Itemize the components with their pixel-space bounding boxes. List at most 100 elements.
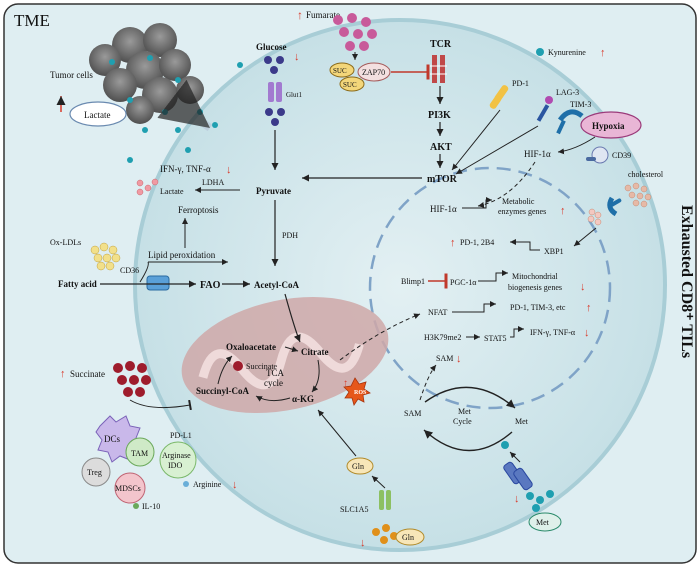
- cholesterol-crystal: [587, 208, 602, 226]
- stat5-label: STAT5: [484, 334, 506, 343]
- xbp1-label: XBP1: [544, 247, 564, 256]
- fumarate-dots: [333, 13, 377, 51]
- succinate-out-up-arrow: ↑: [60, 368, 66, 380]
- tcr-receptor: [430, 55, 447, 83]
- treg-cell: [81, 457, 111, 487]
- pi3k-label: PI3K: [428, 110, 451, 121]
- slc1a5-transporter: [379, 490, 391, 510]
- metabolic-genes-label-1: Metabolic: [502, 197, 535, 206]
- zap70-label: ZAP70: [362, 68, 385, 77]
- h3k79me2-label: H3K79me2: [424, 333, 461, 342]
- tam-label: TAM: [131, 449, 148, 458]
- mdscs-label: MDSCs: [115, 484, 141, 493]
- met-cycle-label-1: Met: [458, 407, 472, 416]
- mdscs-cell: [114, 472, 146, 504]
- xbp1-promoter-arrow: [510, 239, 540, 251]
- gln-out-label: Gln: [402, 533, 414, 542]
- pd1-tim3-etc-label: PD-1, TIM-3, etc: [510, 303, 566, 312]
- oxaloacetate-to-citrate: [284, 346, 299, 353]
- ros-up-arrow: ↑: [343, 378, 348, 389]
- pyruvate-label: Pyruvate: [256, 186, 291, 196]
- glucose-down-arrow: ↓: [294, 51, 300, 63]
- mitochondrion: [181, 296, 389, 414]
- fatty-acid-to-lipid-arrow: [139, 261, 149, 283]
- sam-nuc-label: SAM: [436, 354, 453, 363]
- ros-burst: [343, 377, 371, 406]
- arginine-label: Arginine: [193, 480, 222, 489]
- hypoxia-to-hif1a-arrow: [557, 136, 596, 155]
- pgc1a-label: PGC-1α: [450, 278, 477, 287]
- ifn-tnf-out-down-arrow: ↓: [226, 164, 232, 176]
- glut1-transporter: [268, 82, 282, 102]
- blimp1-label: Blimp1: [401, 277, 425, 286]
- met-cycle-bottom-arc: [423, 429, 513, 452]
- ifn-tnf-dots: [136, 178, 159, 196]
- succinate-out-dots: [113, 361, 151, 397]
- pd1-2b4-label: PD-1, 2B4: [460, 238, 494, 247]
- gln-in-badge: [346, 457, 374, 475]
- citrate-label: Citrate: [301, 347, 328, 357]
- slc1a5-label: SLC1A5: [340, 505, 368, 514]
- ox-ldls-dots: [90, 242, 121, 271]
- pd1-to-mtor-arrow: [451, 109, 501, 171]
- glucose-inside-dots: [265, 108, 285, 126]
- met-in-dot: [501, 441, 509, 449]
- gln-out-badge: [395, 528, 425, 546]
- fao-label: FAO: [200, 280, 221, 291]
- tumor-efflux-arrow: [157, 79, 213, 132]
- zap70-badge: [357, 62, 391, 82]
- acetylcoa-to-citrate-arrow: [284, 293, 301, 343]
- gln-out-down-arrow: ↓: [360, 537, 366, 549]
- tumor-cells-label: Tumor cells: [50, 70, 93, 80]
- pdl1-label: PD-L1: [170, 431, 192, 440]
- succinate-inhibits-immune: [129, 399, 192, 411]
- met-out-dots: [526, 490, 554, 512]
- il10-label: IL-10: [142, 502, 160, 511]
- met-out-down-arrow: ↓: [514, 493, 520, 505]
- met-out-label: Met: [536, 518, 550, 527]
- tcr-label: TCR: [430, 39, 452, 50]
- arginase-cell: [159, 441, 197, 479]
- metabolic-genes-up-arrow: ↑: [560, 205, 566, 217]
- pgc1a-promoter-arrow: [478, 270, 508, 282]
- t-cell-body: [133, 18, 667, 552]
- kynurenine-label: Kynurenine: [548, 48, 586, 57]
- glucose-dots: [264, 56, 284, 74]
- cd36-label: CD36: [120, 266, 139, 275]
- lactate-oval-label: Lactate: [84, 110, 110, 120]
- mito-genes-label-1: Mitochondrial: [512, 272, 559, 281]
- ros-label: ROS: [354, 390, 367, 396]
- suc-badge-1-label: SUC: [333, 67, 347, 75]
- akg-to-nfat-dashed: [339, 313, 421, 361]
- hypoxia-oval: [580, 111, 642, 139]
- gln-in-label: Gln: [352, 462, 364, 471]
- nfat-promoter-arrow: [452, 301, 496, 313]
- ferroptosis-label: Ferroptosis: [178, 205, 219, 215]
- cd36-transporter: [146, 275, 170, 291]
- ifn-tnf-nuc-label: IFN-γ, TNF-α: [530, 328, 576, 337]
- nfat-label: NFAT: [428, 308, 448, 317]
- met-import-arrow: [509, 451, 521, 463]
- met-out-badge: [528, 512, 562, 532]
- met-transporter: [503, 461, 533, 491]
- succinate-in-label: Succinate: [246, 362, 278, 371]
- il10-dot: [133, 503, 139, 509]
- akt-label: AKT: [430, 142, 452, 153]
- nucleus-boundary: [368, 166, 612, 410]
- glucose-label: Glucose: [256, 42, 287, 52]
- arginase-label-1: Arginase: [162, 451, 191, 460]
- lag3-label: LAG-3: [556, 88, 579, 97]
- met-in-label: Met: [515, 417, 529, 426]
- suc-badge-2: [339, 76, 365, 92]
- gln-up-arrow: [371, 475, 386, 489]
- succinylcoa-to-oxaloacetate: [217, 355, 233, 385]
- suc-badge-2-label: SUC: [343, 81, 357, 89]
- cholesterol-to-xbp1-arrow: [573, 227, 597, 247]
- lipid-perox-label: Lipid peroxidation: [148, 250, 216, 260]
- tim3-label: TIM-3: [570, 100, 591, 109]
- cholesterol-dots: [624, 182, 652, 208]
- hypoxia-label: Hypoxia: [592, 121, 625, 131]
- arginine-dot: [183, 481, 189, 487]
